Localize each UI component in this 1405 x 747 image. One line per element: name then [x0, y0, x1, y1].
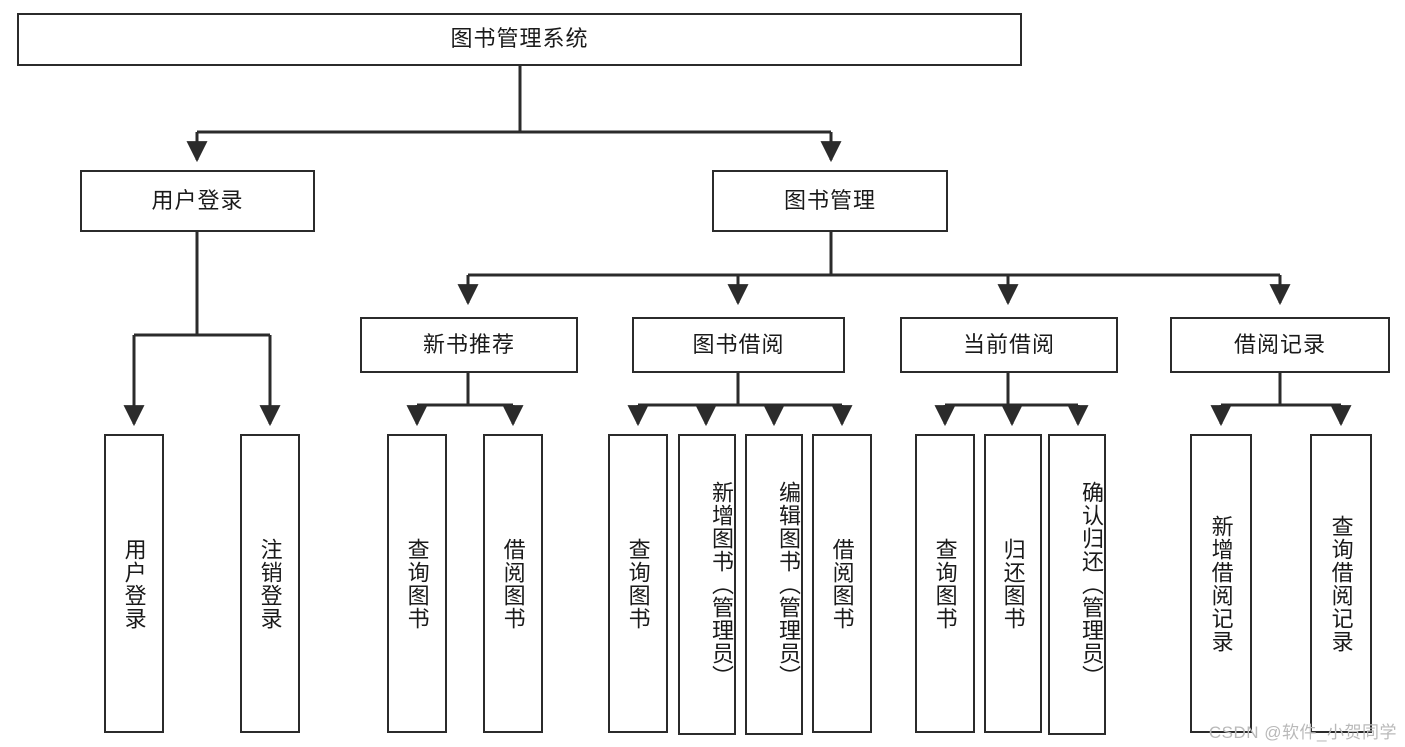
- leaf-borrow-borrow-book[interactable]: 借阅图书: [812, 434, 872, 733]
- watermark: CSDN @软件_小贺同学: [1208, 723, 1397, 742]
- node-borrow-record[interactable]: 借阅记录: [1170, 317, 1390, 373]
- node-label: 借阅图书: [500, 537, 526, 630]
- node-label: 借阅记录: [1233, 331, 1326, 357]
- node-label: 归还图书: [1000, 537, 1026, 630]
- leaf-new-book-borrow-book[interactable]: 借阅图书: [483, 434, 543, 733]
- node-label: 图书管理: [783, 187, 876, 213]
- node-label: 当前借阅: [962, 331, 1055, 357]
- node-label: 用户登录: [151, 187, 244, 213]
- leaf-new-book-query-book[interactable]: 查询图书: [387, 434, 447, 733]
- node-label: 图书管理系统: [450, 26, 589, 52]
- leaf-current-confirm-return-admin[interactable]: 确认归还（管理员）: [1048, 434, 1106, 735]
- node-label: 编辑图书（管理员）: [776, 481, 801, 688]
- node-label: 新书推荐: [422, 331, 515, 357]
- node-label: 新增图书（管理员）: [709, 481, 734, 688]
- node-label: 查询图书: [932, 537, 958, 630]
- leaf-borrow-query-book[interactable]: 查询图书: [608, 434, 668, 733]
- node-user-login[interactable]: 用户登录: [80, 170, 315, 232]
- node-new-book-recommend[interactable]: 新书推荐: [360, 317, 578, 373]
- node-label: 用户登录: [121, 537, 147, 630]
- leaf-borrow-add-book-admin[interactable]: 新增图书（管理员）: [678, 434, 736, 735]
- leaf-record-add-record[interactable]: 新增借阅记录: [1190, 434, 1252, 733]
- node-label: 查询图书: [625, 537, 651, 630]
- node-root-book-management-system[interactable]: 图书管理系统: [17, 13, 1022, 66]
- leaf-user-login-logout[interactable]: 注销登录: [240, 434, 300, 733]
- node-book-management[interactable]: 图书管理: [712, 170, 948, 232]
- leaf-record-query-record[interactable]: 查询借阅记录: [1310, 434, 1372, 733]
- leaf-borrow-edit-book-admin[interactable]: 编辑图书（管理员）: [745, 434, 803, 735]
- leaf-user-login-login[interactable]: 用户登录: [104, 434, 164, 733]
- node-label: 新增借阅记录: [1208, 514, 1234, 653]
- node-current-borrow[interactable]: 当前借阅: [900, 317, 1118, 373]
- node-book-borrow[interactable]: 图书借阅: [632, 317, 845, 373]
- node-label: 借阅图书: [829, 537, 855, 630]
- node-label: 确认归还（管理员）: [1079, 481, 1104, 688]
- leaf-current-return-book[interactable]: 归还图书: [984, 434, 1042, 733]
- node-label: 注销登录: [257, 537, 283, 630]
- node-label: 查询借阅记录: [1328, 514, 1354, 653]
- node-label: 图书借阅: [692, 331, 785, 357]
- node-label: 查询图书: [404, 537, 430, 630]
- leaf-current-query-book[interactable]: 查询图书: [915, 434, 975, 733]
